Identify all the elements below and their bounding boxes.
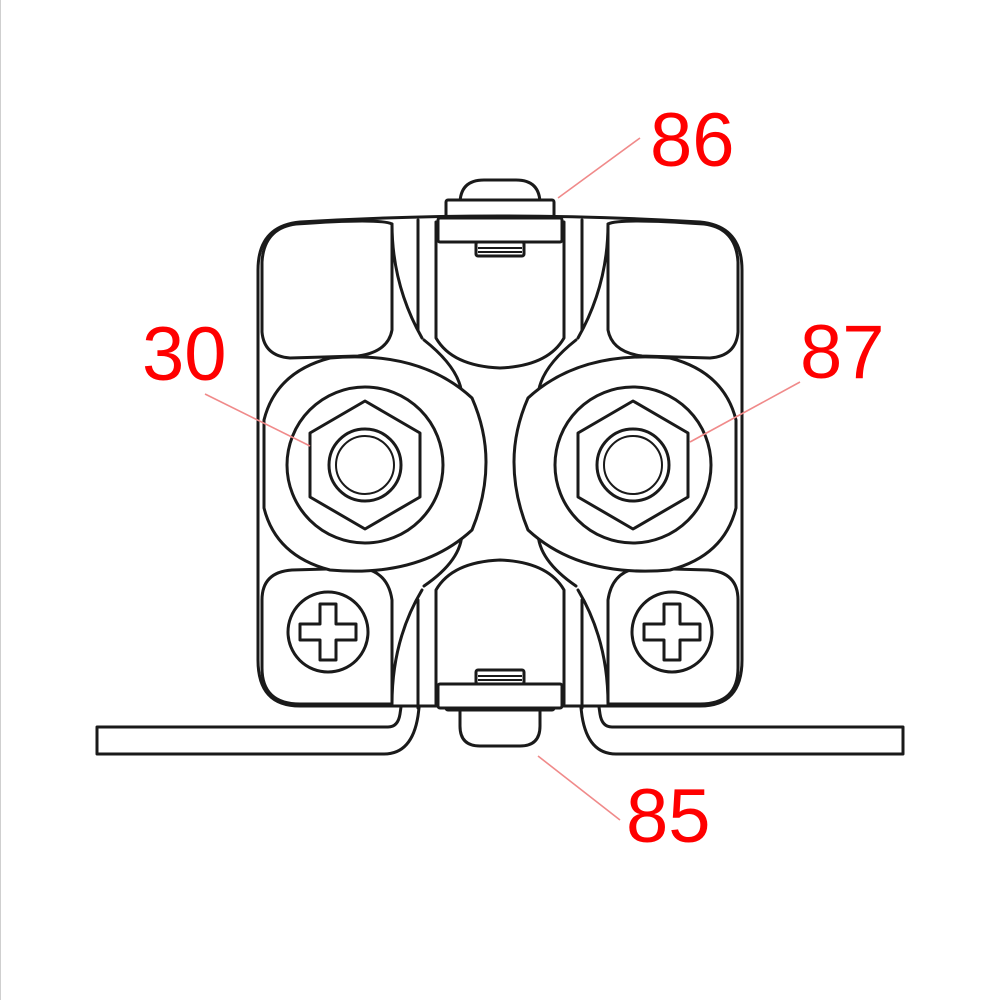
leader-lines [204,137,801,821]
leader-85 [537,755,621,821]
page-edge-line [0,0,1,1000]
terminal-label-87: 87 [800,310,885,395]
channels [390,218,610,710]
terminal-87 [512,355,738,573]
terminal-30 [262,355,488,573]
screw-left [286,590,370,674]
leader-86 [557,137,641,199]
bottom-clip [436,668,564,710]
terminal-label-86: 86 [650,98,735,183]
leader-87 [689,381,801,443]
top-clip [436,216,564,258]
leader-30 [204,393,311,447]
screw-right [630,590,714,674]
terminal-label-85: 85 [626,774,711,859]
terminal-86-stud [444,178,556,224]
terminal-label-30: 30 [142,312,227,397]
